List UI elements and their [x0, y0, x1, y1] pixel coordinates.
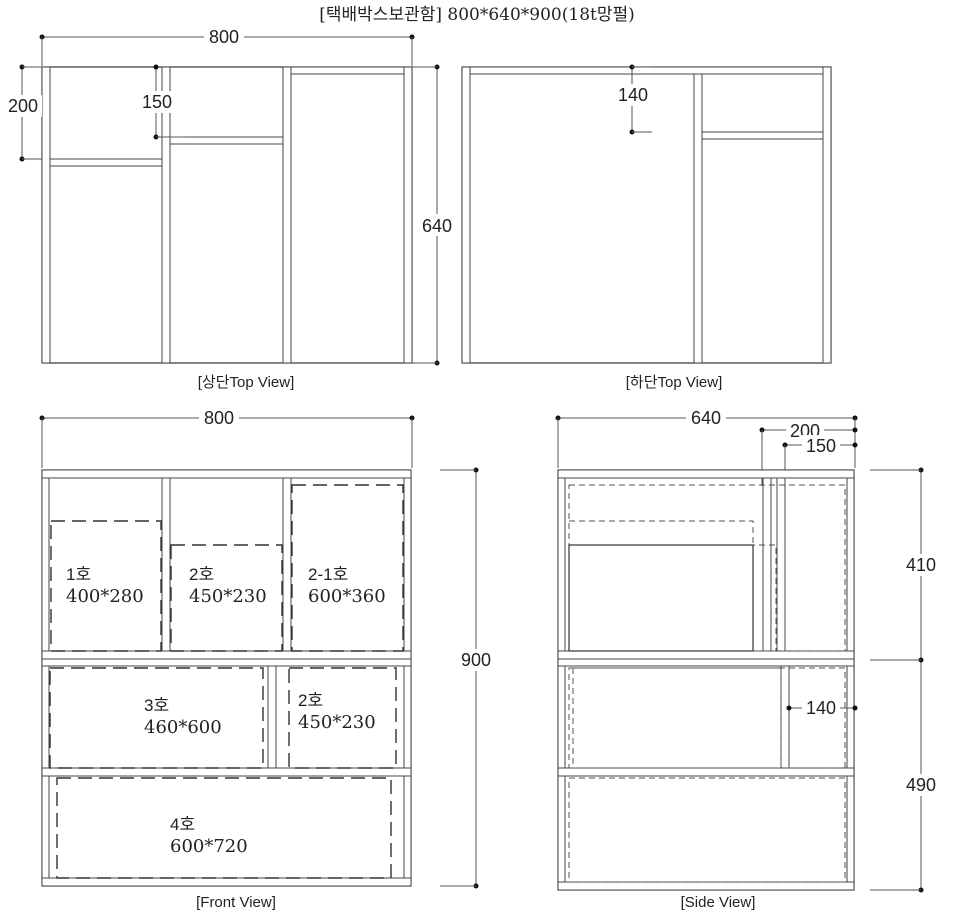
box-3	[49, 667, 264, 769]
box-4-name: 4호	[170, 815, 195, 834]
box-2-lower-size: 450*230	[298, 712, 376, 733]
bottom-view-caption: [하단Top View]	[626, 374, 723, 391]
box-4-size: 600*720	[170, 836, 248, 857]
top-shelf-label-mid: 150	[142, 92, 172, 112]
bottom-shelf-label: 140	[618, 85, 648, 105]
box-3-name: 3호	[144, 696, 169, 715]
box-4	[56, 777, 392, 879]
box-1-name: 1호	[66, 565, 91, 584]
top-view-caption: [상단Top View]	[198, 374, 295, 391]
top-shelf-label-left: 200	[8, 96, 38, 116]
top-depth-label: 640	[422, 216, 452, 236]
box-2-1	[291, 484, 404, 652]
front-height-label: 900	[461, 650, 491, 670]
box-2-lower-name: 2호	[298, 691, 323, 710]
box-1	[50, 520, 162, 652]
box-2	[170, 544, 283, 652]
side-depth-label: 640	[691, 408, 721, 428]
side-lower-height: 490	[906, 775, 936, 795]
top-width-label: 800	[209, 27, 239, 47]
box-3-size: 460*600	[144, 717, 222, 738]
drawing-title: [택배박스보관함] 800*640*900(18t망펄)	[319, 5, 635, 25]
box-2-1-size: 600*360	[308, 586, 386, 607]
box-2-lower	[288, 667, 397, 769]
side-dim-150: 150	[806, 436, 836, 456]
box-2-name: 2호	[189, 565, 214, 584]
side-view: 640 200 150	[555, 407, 940, 911]
top-view: 800 200 150 640 [상단	[4, 26, 456, 391]
front-view-caption: [Front View]	[196, 894, 276, 911]
front-view: 800 1호 400*280 2호 450*230 2-1호 600*360 3…	[39, 407, 496, 911]
side-dim-140: 140	[806, 698, 836, 718]
box-1-size: 400*280	[66, 586, 144, 607]
box-2-size: 450*230	[189, 586, 267, 607]
front-width-label: 800	[204, 408, 234, 428]
box-2-1-name: 2-1호	[308, 565, 348, 584]
side-view-caption: [Side View]	[681, 894, 756, 911]
bottom-view: 140 [하단Top View]	[461, 64, 832, 391]
side-upper-height: 410	[906, 555, 936, 575]
